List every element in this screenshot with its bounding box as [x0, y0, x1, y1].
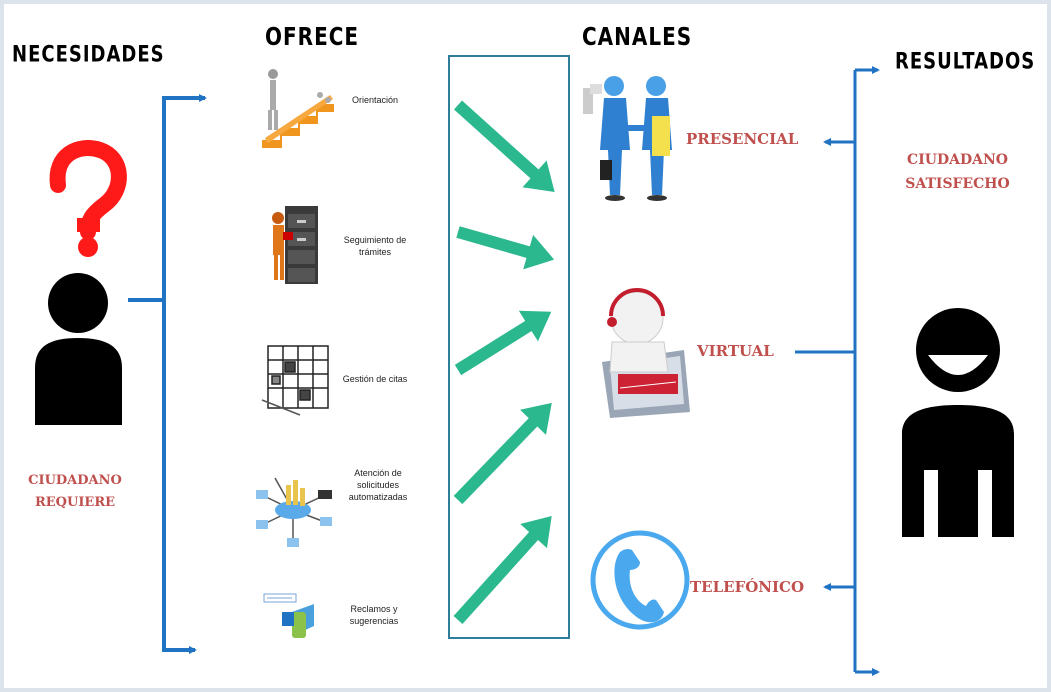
handshake-icon: [583, 76, 672, 201]
citizen-satisfied-line-1: CIUDADANO: [907, 152, 1008, 168]
needs-header: NECESIDADES: [12, 41, 165, 68]
citizen-requires-line-2: REQUIERE: [34, 495, 116, 510]
file-cabinet-icon: [272, 206, 318, 284]
calendar-schedule-icon: [261, 345, 329, 416]
green-arrow-2: [456, 226, 555, 270]
green-arrow-1: [453, 100, 555, 192]
offer-label-appointments: Gestión de citas: [342, 374, 408, 384]
channel-label-virtual: VIRTUAL: [697, 342, 774, 360]
arrows-box: [448, 55, 570, 639]
citizen-satisfied-label: CIUDADANO SATISFECHO: [890, 148, 1025, 196]
green-arrow-3: [454, 310, 552, 376]
offer-label-claims: Reclamos y sugerencias: [349, 604, 399, 626]
citizen-satisfied-line-2: SATISFECHO: [905, 176, 1010, 192]
orientation-staircase-icon: [262, 69, 334, 148]
offer-label-orientation: Orientación: [351, 95, 399, 105]
citizen-requires-label: CIUDADANO REQUIERE: [10, 470, 140, 514]
results-header: RESULTADOS: [895, 48, 1036, 75]
diagram-frame: [4, 4, 1047, 688]
results-connector: [795, 66, 880, 676]
offer-label-tracking: Seguimiento de trámites: [343, 235, 407, 257]
green-arrows: [453, 100, 555, 625]
citizen-person-icon: [35, 273, 122, 425]
computer-user-icon: [602, 288, 690, 418]
channel-label-telefonico: TELEFÓNICO: [690, 578, 805, 596]
satisfied-person-icon: [902, 308, 1014, 537]
green-arrow-5: [453, 515, 552, 625]
channels-header: CANALES: [582, 21, 693, 51]
channel-label-presencial: PRESENCIAL: [686, 130, 799, 148]
mailbox-icon: [263, 593, 314, 638]
citizen-requires-line-1: CIUDADANO: [28, 473, 122, 488]
question-mark-icon: [49, 140, 127, 257]
needs-connector: [128, 94, 207, 654]
network-hub-icon: [256, 477, 332, 547]
telephone-icon: [590, 530, 690, 630]
green-arrow-4: [453, 402, 552, 505]
offer-label-automated-requests: Atención de solicitudes automatizadas: [348, 468, 408, 502]
offers-header: OFRECE: [265, 21, 360, 51]
